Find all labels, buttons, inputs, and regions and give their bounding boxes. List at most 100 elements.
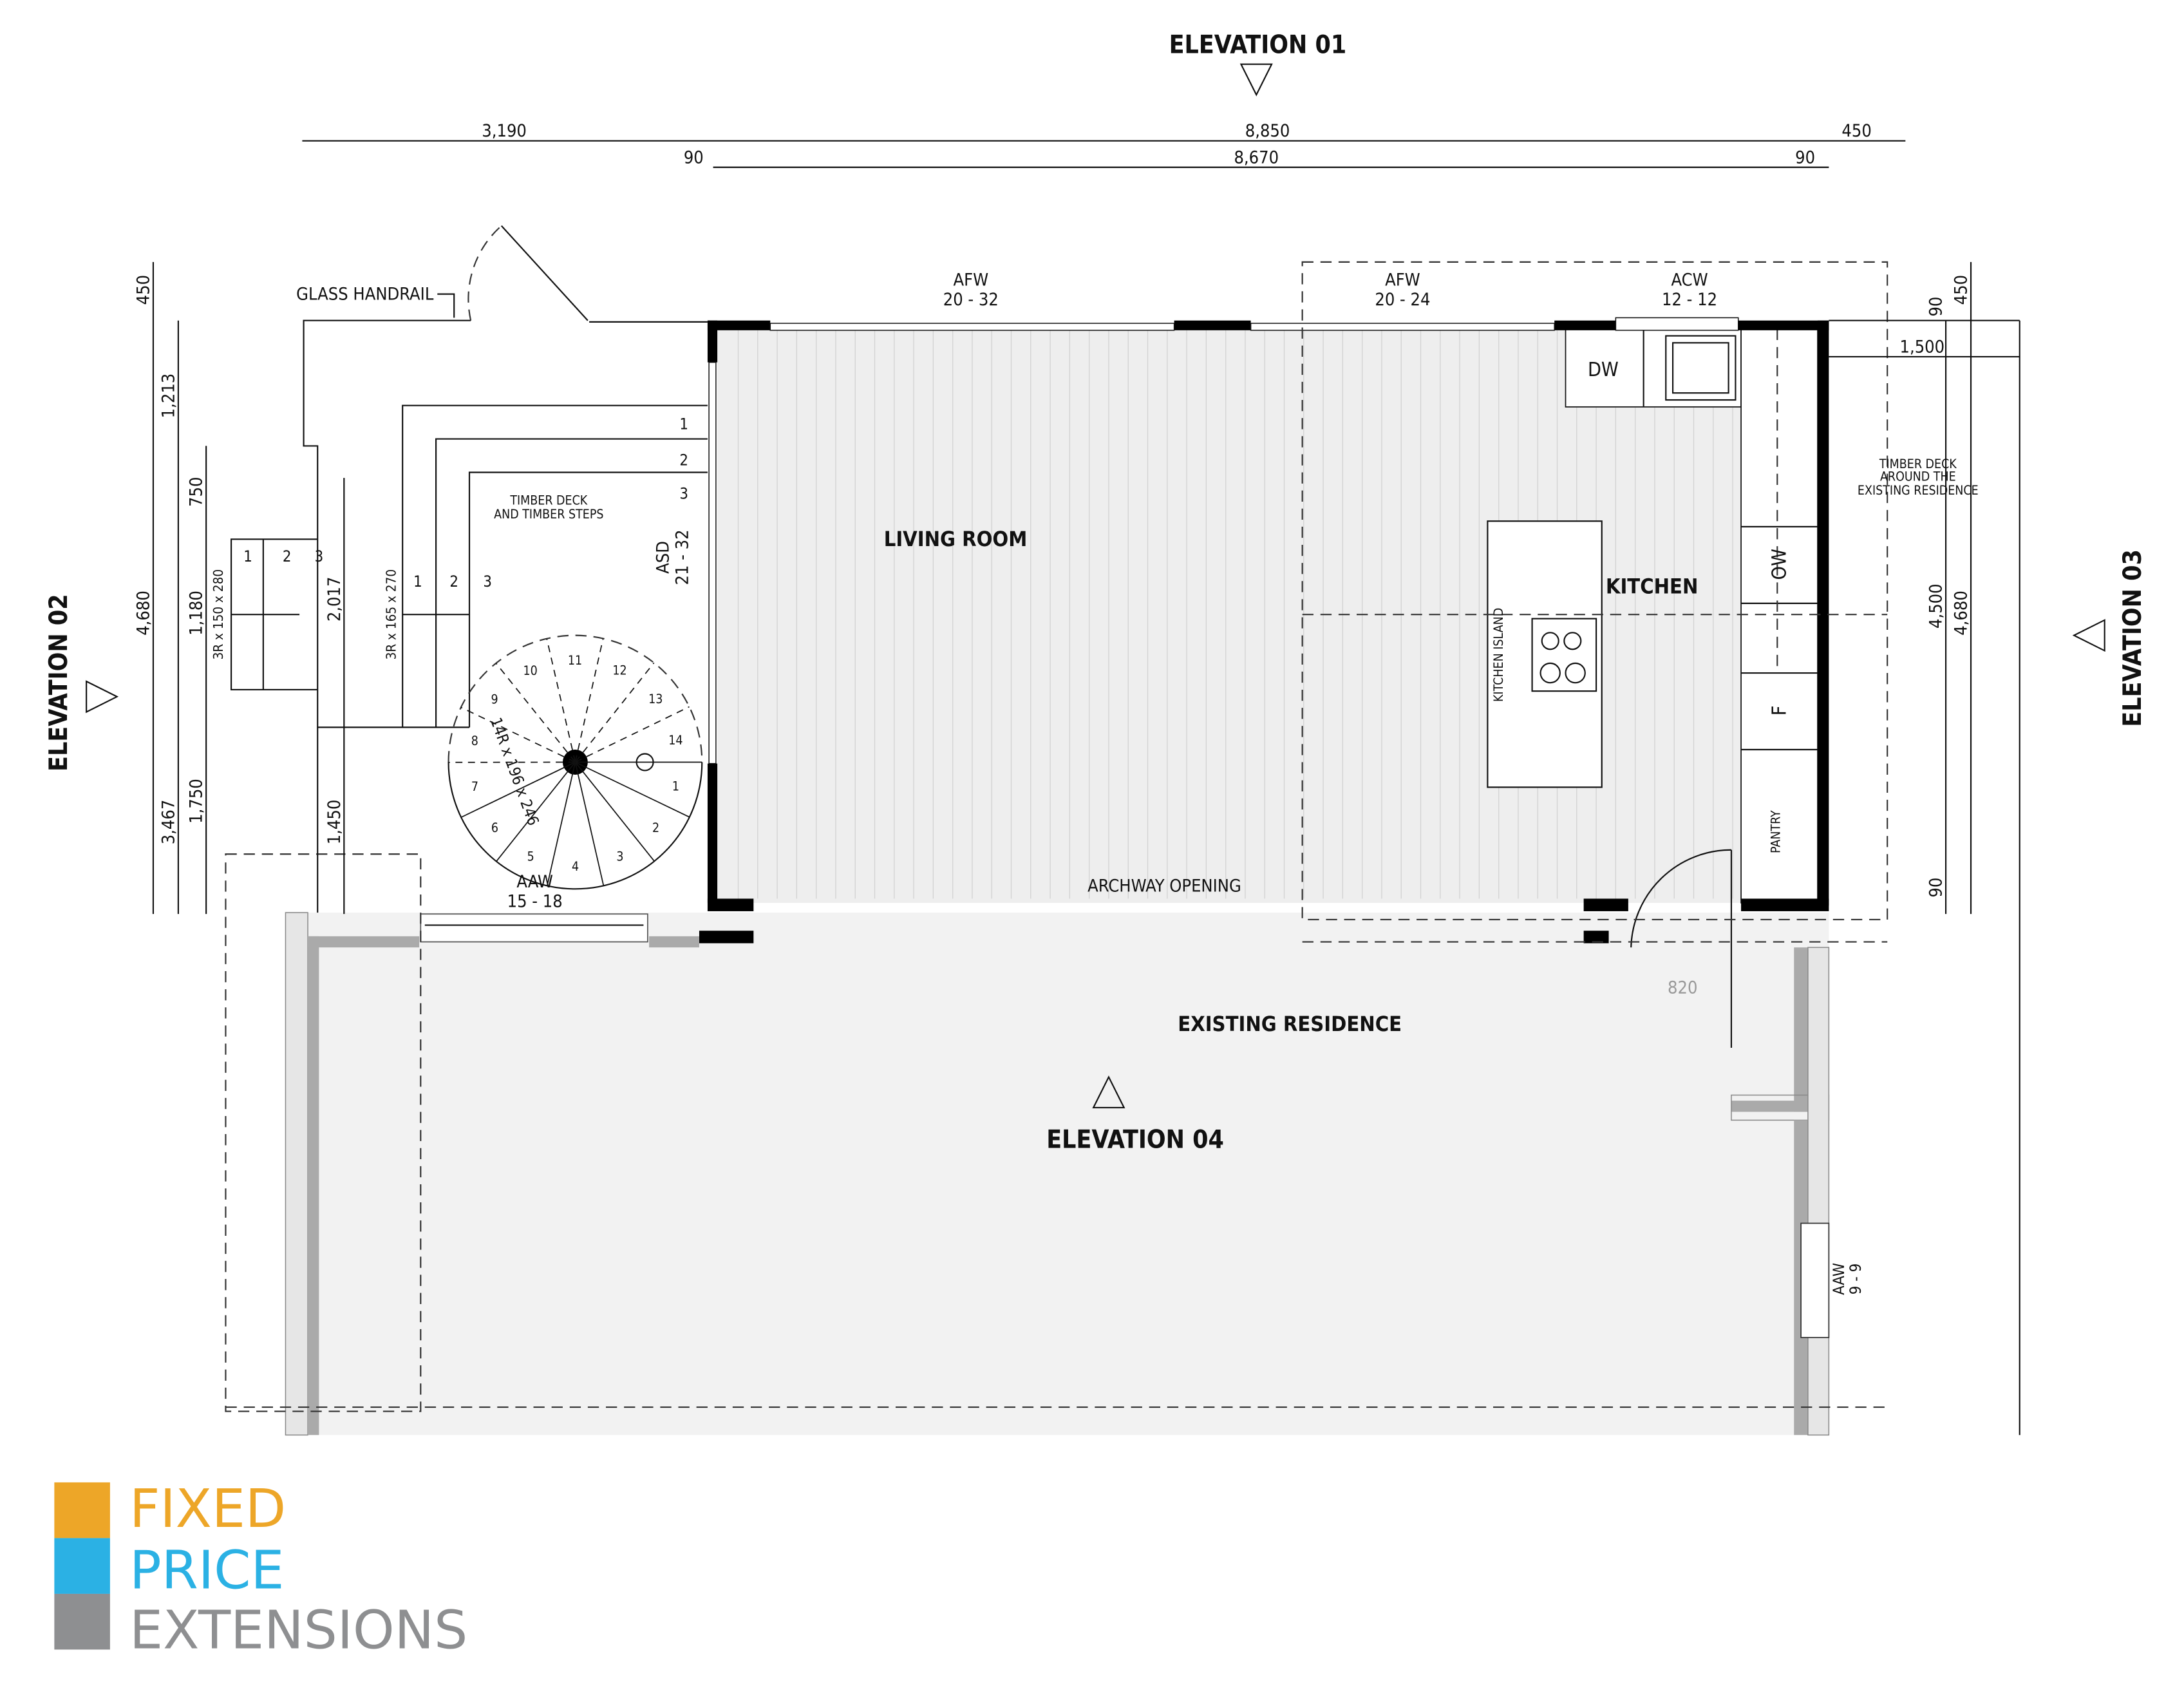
room-living: LIVING ROOM	[884, 527, 1028, 551]
elevation-03-label: ELEVATION 03	[2118, 549, 2147, 727]
step-number: 1	[413, 573, 422, 591]
spiral-step-number: 1	[672, 779, 679, 794]
deck-around-note: AROUND THE	[1880, 469, 1956, 484]
step-number: 1	[243, 547, 252, 565]
spiral-step-number: 8	[471, 734, 478, 748]
steps-a-note: 3R x 150 x 280	[211, 569, 226, 660]
dim: 1,180	[187, 591, 207, 636]
spiral-step-number: 12	[612, 663, 626, 678]
deck-and-steps	[231, 225, 708, 913]
door-swing	[1630, 849, 1733, 1048]
dim: 3,467	[158, 800, 178, 845]
spiral-step-number: 14	[668, 733, 682, 748]
logo: FIXED PRICE EXTENSIONS	[54, 1479, 467, 1661]
pantry-label: PANTRY	[1769, 810, 1784, 853]
step-number: 3	[679, 485, 688, 503]
dim: 450	[1952, 275, 1972, 305]
window-type: ACW	[1671, 270, 1708, 290]
spiral-step-number: 7	[471, 779, 478, 794]
kitchen-island-label: KITCHEN ISLAND	[1491, 608, 1506, 702]
dim: 450	[133, 275, 153, 305]
door-width: 820	[1668, 978, 1697, 998]
steps-b-note: 3R x 165 x 270	[383, 569, 399, 660]
dim: 8,850	[1245, 121, 1290, 141]
elevation-02-triangle-icon	[86, 680, 119, 714]
fridge-label: F	[1768, 706, 1791, 716]
walls	[699, 317, 1829, 943]
elevation-02-label: ELEVATION 02	[44, 594, 73, 772]
spiral-tread	[546, 762, 576, 886]
elevation-04-label: ELEVATION 04	[1046, 1126, 1224, 1155]
dim: 750	[187, 477, 207, 507]
window-size: 9 - 9	[1847, 1264, 1865, 1295]
spiral-tread	[546, 638, 576, 762]
dimension-lines	[152, 140, 2020, 1435]
elevation-01-triangle-icon	[1239, 63, 1273, 97]
window-size: 20 - 32	[943, 290, 999, 310]
step-number: 2	[283, 547, 292, 565]
elevation-04-triangle-icon	[1092, 1075, 1125, 1109]
logo-extensions: EXTENSIONS	[129, 1600, 467, 1661]
dim: 90	[1795, 147, 1815, 167]
spiral-tread	[574, 638, 604, 762]
spiral-tread	[574, 662, 655, 763]
deck-around-note: TIMBER DECK	[1879, 457, 1957, 471]
spiral-step-number: 11	[568, 653, 582, 668]
dim: 450	[1841, 121, 1871, 141]
spiral-note: 14R x 196 x 246	[487, 715, 543, 828]
spiral-tread	[575, 761, 690, 818]
spiral-tread	[496, 761, 576, 862]
timber-deck-note: TIMBER DECK	[509, 493, 587, 507]
room-existing: EXISTING RESIDENCE	[1178, 1012, 1402, 1036]
spiral-step-number: 9	[491, 692, 498, 707]
dim: 1,450	[325, 800, 344, 845]
spiral-tread	[575, 706, 690, 763]
step-number: 3	[483, 573, 492, 591]
window-size: 15 - 18	[507, 891, 563, 911]
dim: 90	[1926, 297, 1946, 317]
spiral-tread	[460, 761, 576, 818]
elevation-01-label: ELEVATION 01	[1169, 30, 1347, 59]
dishwasher-label: DW	[1588, 359, 1619, 381]
window-type: ASD	[653, 541, 673, 574]
window-type: AAW	[516, 872, 553, 892]
step-number: 3	[315, 547, 324, 565]
window-size: 20 - 24	[1375, 290, 1430, 310]
deck-around-note: EXISTING RESIDENCE	[1858, 483, 1979, 498]
spiral-tread	[574, 761, 655, 862]
oven-label: OW	[1768, 549, 1791, 580]
dim: 4,680	[133, 591, 153, 636]
dim: 90	[684, 147, 704, 167]
dim: 3,190	[482, 121, 527, 141]
spiral-tread	[574, 762, 605, 886]
dim: 4,500	[1926, 583, 1946, 629]
elevation-03-triangle-icon	[2072, 619, 2105, 652]
glass-handrail-note: GLASS HANDRAIL	[296, 284, 434, 304]
dim: 8,670	[1234, 147, 1279, 167]
step-number: 2	[679, 451, 688, 469]
cooktop-icon	[1531, 618, 1597, 692]
archway-label: ARCHWAY OPENING	[1087, 876, 1241, 896]
window-size: 12 - 12	[1662, 290, 1717, 310]
window-type: AFW	[1385, 270, 1420, 290]
dim: 1,750	[187, 779, 207, 824]
window-size: 21 - 32	[673, 529, 693, 585]
step-number: 2	[449, 573, 458, 591]
spiral-tread	[460, 706, 576, 763]
spiral-step-number: 13	[648, 692, 663, 706]
logo-fixed: FIXED	[129, 1479, 286, 1540]
spiral-step-number: 10	[523, 663, 537, 678]
spiral-tread	[495, 663, 576, 763]
spiral-step-number: 6	[491, 820, 498, 835]
dim: 90	[1926, 878, 1946, 898]
window-type: AAW	[1830, 1263, 1848, 1295]
spiral-step-number: 4	[572, 859, 579, 874]
spiral-step-number: 3	[616, 849, 623, 864]
spiral-step-number: 2	[652, 820, 659, 835]
spiral-step-number: 5	[527, 849, 534, 864]
dim: 1,500	[1900, 337, 1945, 357]
timber-deck-note: AND TIMBER STEPS	[494, 507, 603, 522]
step-number: 1	[679, 415, 688, 433]
